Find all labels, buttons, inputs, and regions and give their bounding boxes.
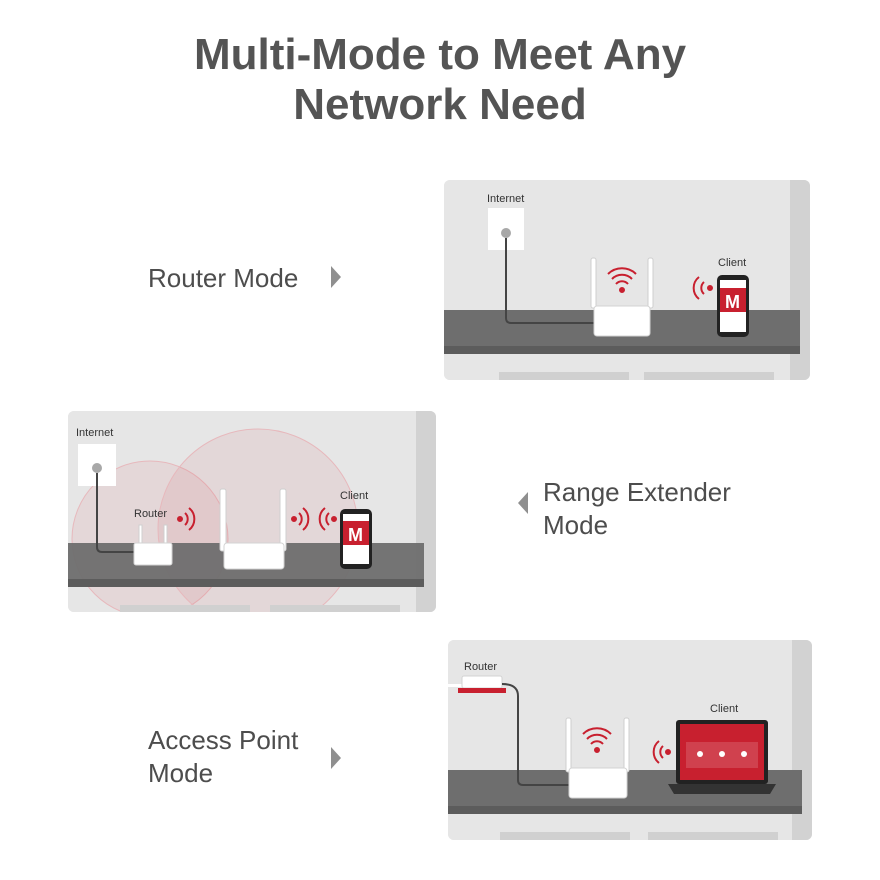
laptop-icon: [668, 720, 776, 794]
wifi-signal-icon: [291, 507, 310, 531]
wifi-signal-icon: [607, 267, 637, 293]
client-label: Client: [340, 490, 368, 502]
router-icon: [458, 675, 506, 693]
wifi-signal-icon: [177, 507, 196, 531]
router-mode-label: Router Mode: [148, 262, 298, 295]
chevron-right-icon: [331, 266, 341, 288]
router-icon: [219, 488, 287, 570]
wifi-signal-icon: [318, 507, 337, 531]
client-label: Client: [718, 257, 746, 269]
wifi-signal-icon: [652, 740, 671, 764]
router-mode-illustration: Internet Client M: [444, 180, 810, 380]
range-extender-mode-label: Range Extender Mode: [543, 476, 731, 542]
internet-label: Internet: [76, 427, 113, 439]
wifi-signal-icon: [692, 276, 713, 300]
router-icon: [565, 717, 630, 799]
router-label: Router: [464, 661, 497, 673]
page-title-line-2: Network Need: [293, 80, 587, 129]
router-icon: [590, 257, 654, 337]
client-label: Client: [710, 703, 738, 715]
internet-label: Internet: [487, 193, 524, 205]
access-point-mode-label-line-2: Mode: [148, 758, 214, 788]
router-icon: [133, 524, 173, 566]
access-point-mode-label: Access Point Mode: [148, 724, 298, 790]
svg-text:M: M: [348, 525, 363, 545]
chevron-left-icon: [518, 492, 528, 514]
wifi-signal-icon: [582, 727, 612, 753]
phone-icon: M: [340, 509, 372, 569]
svg-text:M: M: [725, 292, 740, 312]
chevron-right-icon: [331, 747, 341, 769]
phone-icon: M: [717, 275, 749, 337]
range-extender-mode-label-line-1: Range Extender: [543, 477, 731, 507]
access-point-mode-label-line-1: Access Point: [148, 725, 299, 755]
range-extender-mode-label-line-2: Mode: [543, 510, 609, 540]
router-mode-label-line-1: Router Mode: [148, 263, 299, 293]
range-extender-mode-illustration: Internet Router Client: [68, 411, 436, 612]
page-title-line-1: Multi-Mode to Meet Any: [193, 30, 687, 79]
access-point-mode-illustration: Router Client: [448, 640, 812, 840]
router-label: Router: [134, 508, 167, 520]
page-title: Multi-Mode to Meet Any Network Need: [0, 30, 880, 130]
